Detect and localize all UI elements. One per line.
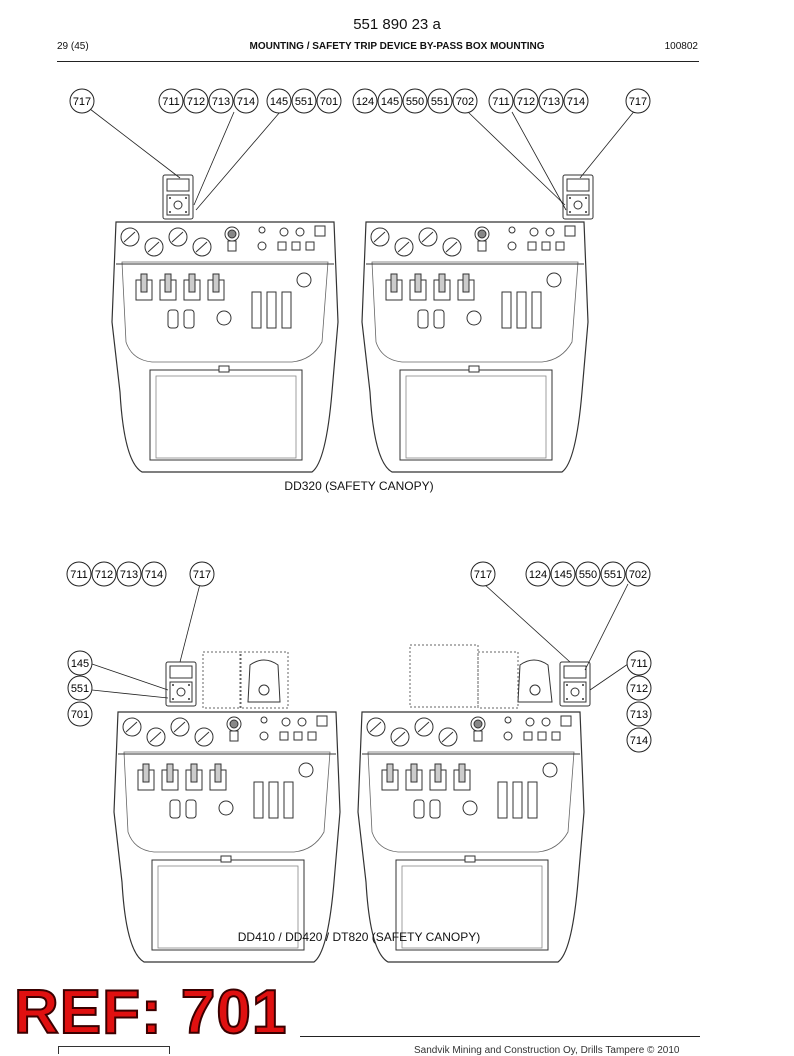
page-title: MOUNTING / SAFETY TRIP DEVICE BY-PASS BO…	[249, 41, 545, 52]
header-rule	[57, 61, 699, 62]
callout-label: 714	[237, 96, 255, 108]
callout-label: 712	[95, 569, 113, 581]
callout-label: 145	[270, 96, 288, 108]
figure-caption-dd320: DD320 (SAFETY CANOPY)	[284, 479, 434, 493]
footer-copyright: Sandvik Mining and Construction Oy, Dril…	[414, 1045, 680, 1056]
figure-caption-dd410: DD410 / DD420 / DT820 (SAFETY CANOPY)	[237, 930, 481, 944]
page-number: 29 (45)	[57, 41, 89, 52]
callout-label: 717	[474, 569, 492, 581]
footer-rule	[300, 1036, 700, 1037]
callout-label: 717	[73, 96, 91, 108]
callout-group: 717 711 712 713 714 145 551 701 124 145 …	[66, 88, 652, 753]
callout-label: 701	[320, 96, 338, 108]
callout-label: 714	[567, 96, 585, 108]
fig2-left-panel	[113, 651, 341, 963]
callout-label: 712	[517, 96, 535, 108]
fig2-leader-lines	[91, 583, 629, 699]
callout-label: 717	[629, 96, 647, 108]
fig1-right-panel	[361, 174, 594, 473]
callout-label: 713	[542, 96, 560, 108]
callout-label: 145	[381, 96, 399, 108]
brand-logo	[58, 1046, 170, 1054]
callout-label: 714	[630, 735, 648, 747]
callout-label: 145	[554, 569, 572, 581]
callout-label: 550	[406, 96, 424, 108]
callout-label: 551	[71, 683, 89, 695]
callout-label: 702	[629, 569, 647, 581]
fig1-leader-lines	[89, 108, 637, 211]
callout-label: 713	[630, 709, 648, 721]
callout-label: 711	[630, 658, 648, 670]
callout-label: 714	[145, 569, 163, 581]
callout-label: 711	[162, 96, 180, 108]
callout-label: 711	[492, 96, 510, 108]
reference-stamp: REF: 701	[13, 978, 288, 1047]
fig1-left-panel	[111, 174, 339, 473]
callout-label: 124	[356, 96, 374, 108]
callout-label: 701	[71, 709, 89, 721]
document-number: 551 890 23 a	[353, 16, 441, 33]
callout-label: 713	[212, 96, 230, 108]
callout-label: 124	[529, 569, 547, 581]
callout-label: 717	[193, 569, 211, 581]
callout-label: 712	[630, 683, 648, 695]
callout-label: 145	[71, 658, 89, 670]
callout-label: 711	[70, 569, 88, 581]
callout-label: 713	[120, 569, 138, 581]
callout-label: 550	[579, 569, 597, 581]
callout-label: 551	[431, 96, 449, 108]
callout-label: 712	[187, 96, 205, 108]
callout-label: 702	[456, 96, 474, 108]
date-code: 100802	[664, 41, 698, 52]
callout-label: 551	[295, 96, 313, 108]
fig2-right-panel	[357, 644, 591, 963]
callout-label: 551	[604, 569, 622, 581]
